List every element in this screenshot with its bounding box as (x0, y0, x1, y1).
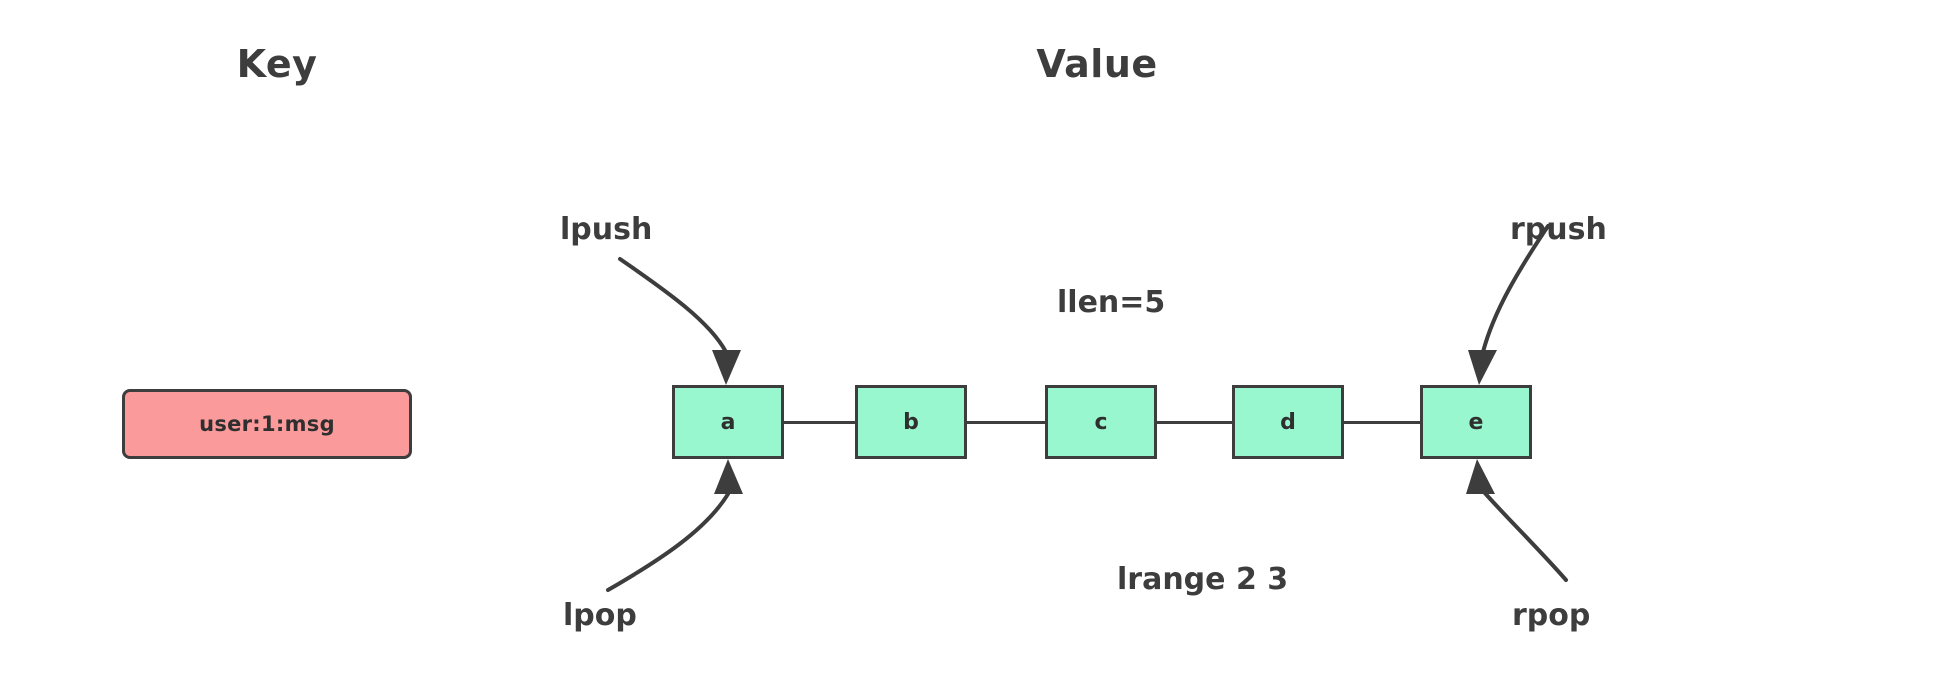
rpop-arrow-head (1466, 459, 1495, 494)
lrange-label: lrange 2 3 (1117, 562, 1289, 597)
rpop-label: rpop (1512, 598, 1591, 633)
list-node: e (1420, 385, 1532, 459)
key-column-heading: Key (236, 42, 318, 86)
list-connector (1344, 421, 1420, 424)
lpush-label: lpush (560, 212, 653, 247)
list-connector (784, 421, 855, 424)
rpop-arrow (1466, 459, 1568, 582)
list-node: c (1045, 385, 1157, 459)
list-node-label: e (1468, 409, 1484, 435)
rpush-arrow (1468, 224, 1550, 385)
list-node: b (855, 385, 967, 459)
lpush-arrow (618, 257, 741, 385)
key-box: user:1:msg (122, 389, 412, 459)
list-connector (967, 421, 1045, 424)
value-column-heading: Value (1036, 42, 1158, 86)
list-node-label: c (1094, 409, 1108, 435)
list-node-label: a (720, 409, 736, 435)
lpush-arrow-head (712, 350, 741, 385)
list-node-label: d (1280, 409, 1296, 435)
rpush-arrow-head (1468, 350, 1497, 385)
lpop-label: lpop (563, 598, 637, 633)
rpush-label: rpush (1510, 212, 1607, 247)
list-connector (1157, 421, 1232, 424)
key-box-label: user:1:msg (199, 412, 335, 436)
lpop-arrow-head (714, 459, 743, 494)
list-node: a (672, 385, 784, 459)
lpop-arrow (606, 459, 743, 592)
llen-label: llen=5 (1057, 285, 1166, 320)
list-node-label: b (903, 409, 919, 435)
list-node: d (1232, 385, 1344, 459)
